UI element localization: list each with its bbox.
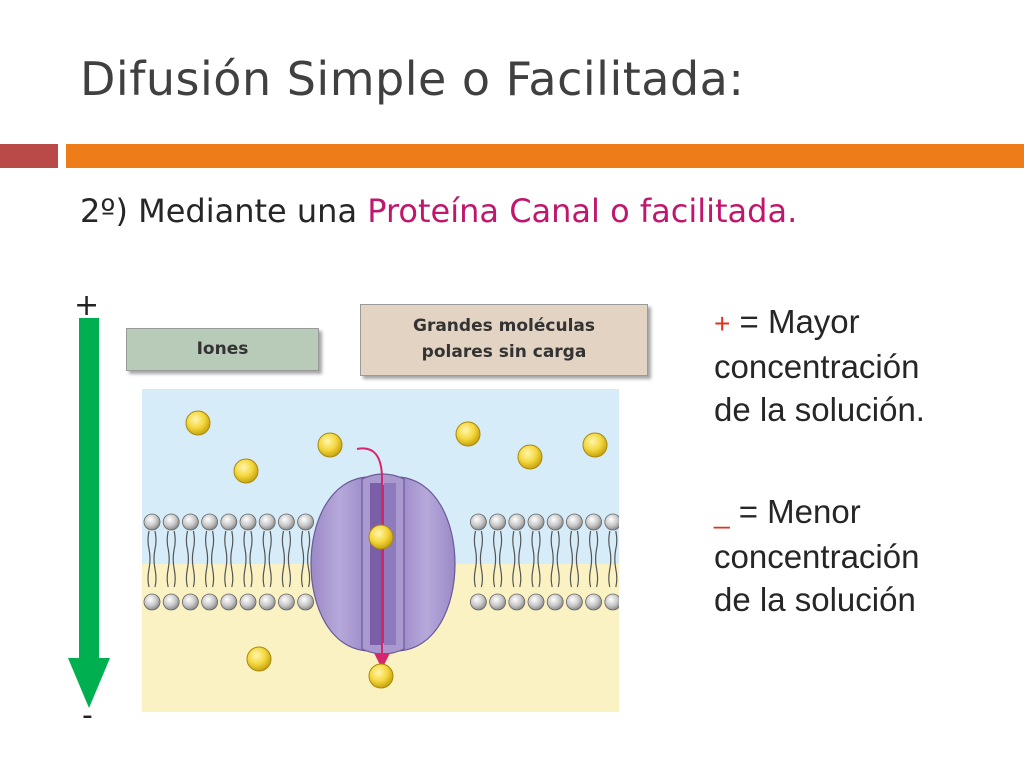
legend-plus-line-3: de la solución. <box>714 391 925 428</box>
plus-sign: + <box>74 288 100 323</box>
membrane-diagram <box>142 389 619 712</box>
accent-bar-left <box>0 144 58 168</box>
minus-sign: - <box>82 698 93 733</box>
legend-plus-line-2: concentración <box>714 348 920 385</box>
iones-label: Iones <box>126 328 319 371</box>
grandes-line-2: polares sin carga <box>421 342 587 362</box>
molecule <box>368 524 394 550</box>
molecule <box>582 432 608 458</box>
subtitle-prefix: 2º) Mediante una <box>80 192 368 230</box>
molecule <box>455 421 481 447</box>
molecule <box>517 444 543 470</box>
grandes-line-1: Grandes moléculas <box>413 316 595 336</box>
legend-minus-line-3: de la solución <box>714 581 916 618</box>
legend-plus-text-1: = Mayor <box>730 303 860 340</box>
gradient-arrow-icon <box>68 318 110 708</box>
legend-minus-symbol: _ <box>714 498 730 529</box>
molecule <box>233 458 259 484</box>
accent-bar-right <box>66 144 1024 168</box>
molecule <box>368 663 394 689</box>
molecule <box>317 432 343 458</box>
slide-title: Difusión Simple o Facilitada: <box>80 52 745 106</box>
lipid-bilayer <box>143 513 619 611</box>
slide-subtitle: 2º) Mediante una Proteína Canal o facili… <box>80 192 797 230</box>
legend-minus-line-1: _ = Menor <box>714 490 919 535</box>
legend-plus-symbol: + <box>714 308 731 339</box>
molecules <box>185 410 608 689</box>
legend-plus: + = Mayor concentración de la solución. <box>714 300 925 431</box>
molecule <box>246 646 272 672</box>
diffusion-path-arrow <box>356 447 390 669</box>
grandes-moleculas-label: Grandes moléculas polares sin carga <box>360 304 648 376</box>
molecule <box>185 410 211 436</box>
legend-minus-text-1: = Menor <box>729 493 861 530</box>
legend-plus-line-1: + = Mayor <box>714 300 925 345</box>
subtitle-highlight: Proteína Canal o facilitada. <box>367 192 798 230</box>
legend-minus-line-2: concentración <box>714 538 920 575</box>
legend-minus: _ = Menor concentración de la solución <box>714 490 919 621</box>
